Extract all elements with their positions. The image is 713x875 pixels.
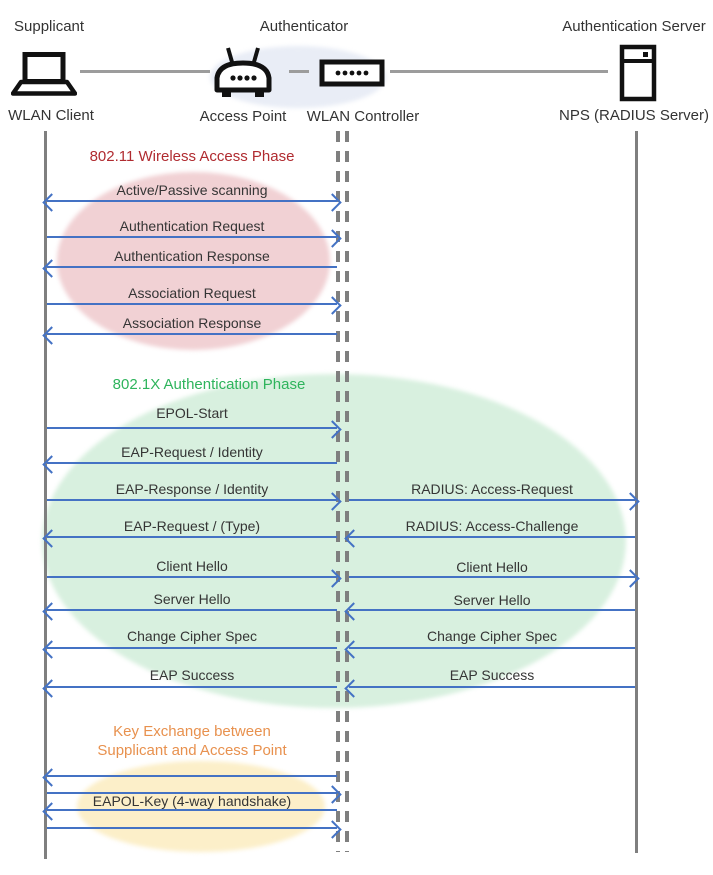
arrow-change-cipher-right bbox=[349, 647, 635, 650]
arrow-eap-success-left bbox=[47, 686, 337, 689]
lifeline-wlan-client bbox=[44, 131, 47, 859]
message-label-server-hello-left: Server Hello bbox=[153, 591, 231, 607]
message-label-association-response: Association Response bbox=[122, 315, 262, 331]
arrow-epol-start bbox=[47, 427, 337, 430]
message-label-eap-success-right: EAP Success bbox=[449, 667, 535, 683]
phase1-title: 802.11 Wireless Access Phase bbox=[89, 148, 295, 165]
server-icon bbox=[619, 44, 657, 102]
actor-title-supplicant: Supplicant bbox=[14, 18, 85, 35]
phase3-title-line1: Key Exchange between bbox=[113, 723, 271, 740]
arrow-eap-request-identity bbox=[47, 462, 337, 465]
lifeline-wlan-controller-dash-2 bbox=[345, 131, 349, 852]
arrow-eapol-key-msg3 bbox=[47, 809, 337, 812]
message-label-client-hello-right: Client Hello bbox=[456, 559, 528, 575]
access-point-icon bbox=[214, 47, 272, 97]
arrow-radius-access-request bbox=[349, 499, 635, 502]
arrow-eapol-key-msg1 bbox=[47, 775, 337, 778]
arrow-authentication-request bbox=[47, 236, 337, 239]
message-label-epol-start: EPOL-Start bbox=[156, 405, 228, 421]
arrow-eap-success-right bbox=[349, 686, 635, 689]
arrow-eapol-key-msg2 bbox=[47, 792, 337, 795]
connector-ap-controller bbox=[289, 70, 309, 73]
arrow-association-request bbox=[47, 303, 337, 306]
message-label-eapol-key: EAPOL-Key (4-way handshake) bbox=[92, 793, 292, 809]
device-label-wlan-controller: WLAN Controller bbox=[306, 108, 420, 125]
actor-title-authentication-server: Authentication Server bbox=[562, 18, 706, 35]
actor-title-authenticator: Authenticator bbox=[259, 18, 349, 35]
arrow-server-hello-left bbox=[47, 609, 337, 612]
wlan-controller-icon bbox=[319, 59, 385, 87]
message-label-scanning: Active/Passive scanning bbox=[116, 182, 268, 198]
phase3-title-line2: Supplicant and Access Point bbox=[97, 742, 287, 759]
lifeline-nps-server bbox=[635, 131, 638, 853]
arrow-client-hello-right bbox=[349, 576, 635, 579]
message-label-authentication-response: Authentication Response bbox=[114, 248, 270, 264]
device-label-wlan-client: WLAN Client bbox=[8, 107, 94, 124]
message-label-eap-request-type: EAP-Request / (Type) bbox=[123, 518, 261, 534]
arrow-radius-access-challenge bbox=[349, 536, 635, 539]
message-label-radius-access-request: RADIUS: Access-Request bbox=[411, 481, 573, 497]
laptop-icon bbox=[11, 52, 77, 96]
arrow-server-hello-right bbox=[349, 609, 635, 612]
device-label-nps-radius: NPS (RADIUS Server) bbox=[558, 107, 710, 124]
message-label-eap-request-identity: EAP-Request / Identity bbox=[121, 444, 263, 460]
device-label-access-point: Access Point bbox=[199, 108, 287, 125]
arrow-authentication-response bbox=[47, 266, 337, 269]
message-label-change-cipher-left: Change Cipher Spec bbox=[127, 628, 257, 644]
message-label-radius-access-challenge: RADIUS: Access-Challenge bbox=[405, 518, 579, 534]
arrow-eapol-key-msg4 bbox=[47, 827, 337, 830]
arrow-client-hello-left bbox=[47, 576, 337, 579]
arrow-association-response bbox=[47, 333, 337, 336]
message-label-client-hello-left: Client Hello bbox=[156, 558, 228, 574]
phase3-title: Key Exchange between Supplicant and Acce… bbox=[97, 722, 286, 760]
connector-client-ap bbox=[80, 70, 210, 73]
phase2-title: 802.1X Authentication Phase bbox=[112, 376, 306, 393]
arrow-scanning bbox=[47, 200, 337, 203]
message-label-association-request: Association Request bbox=[128, 285, 256, 301]
message-label-server-hello-right: Server Hello bbox=[453, 592, 531, 608]
arrow-eap-request-type bbox=[47, 536, 337, 539]
lifeline-wlan-controller-dash-1 bbox=[336, 131, 340, 852]
message-label-eap-response-identity: EAP-Response / Identity bbox=[115, 481, 269, 497]
connector-controller-server bbox=[390, 70, 608, 73]
arrow-change-cipher-left bbox=[47, 647, 337, 650]
message-label-authentication-request: Authentication Request bbox=[119, 218, 265, 234]
arrow-eap-response-identity bbox=[47, 499, 337, 502]
message-label-eap-success-left: EAP Success bbox=[149, 667, 235, 683]
message-label-change-cipher-right: Change Cipher Spec bbox=[427, 628, 557, 644]
